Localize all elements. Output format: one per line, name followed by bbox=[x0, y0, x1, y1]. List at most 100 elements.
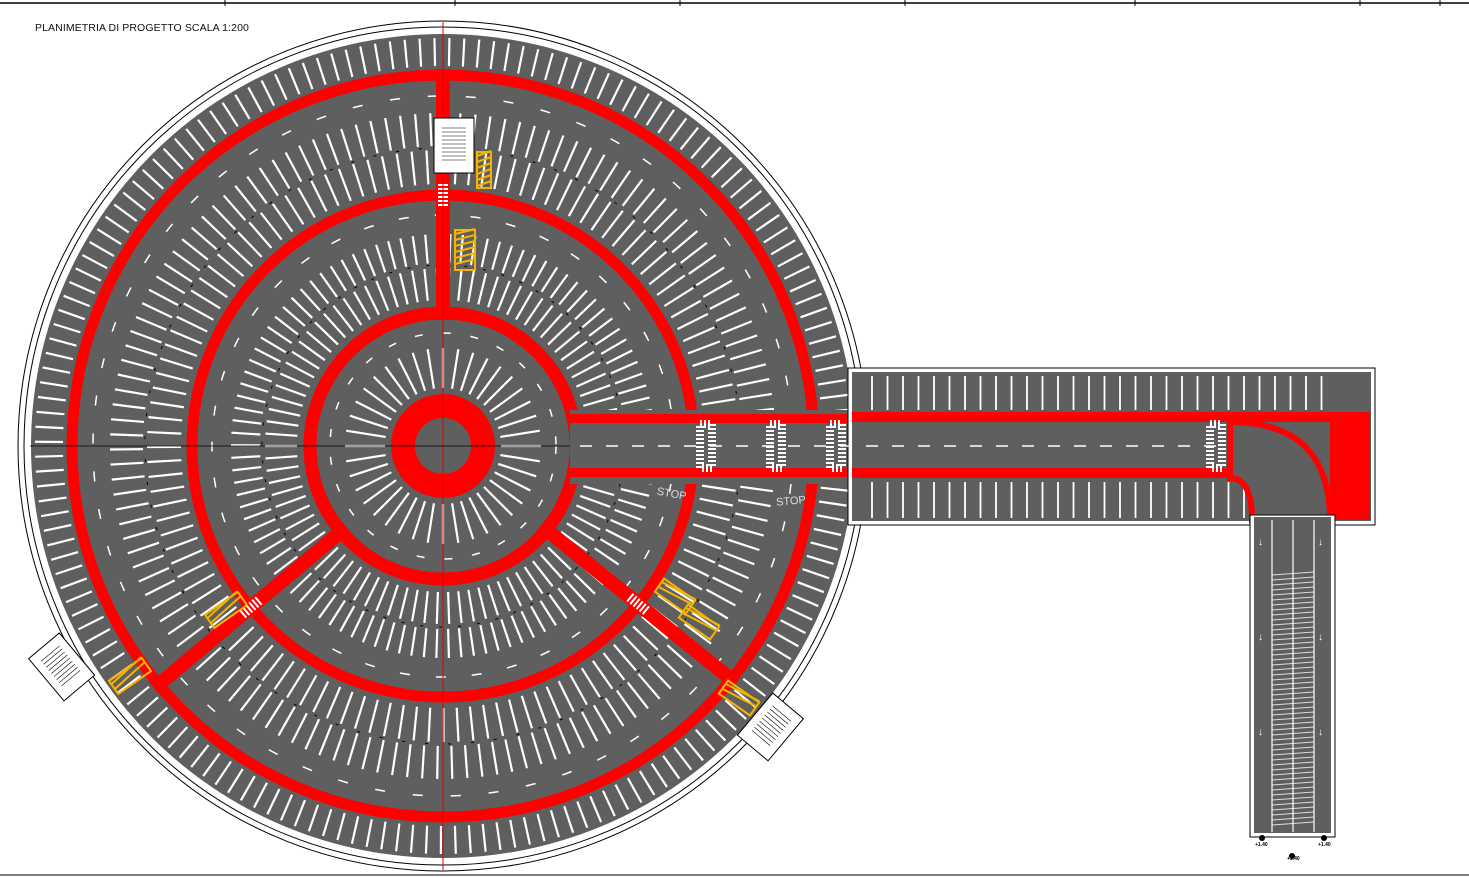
parking-stall-line bbox=[699, 497, 734, 507]
stair-step bbox=[761, 717, 781, 734]
parking-stall-line bbox=[626, 777, 643, 804]
parking-stall-line bbox=[671, 230, 699, 254]
parking-stall-line bbox=[271, 203, 294, 233]
parking-stall-line bbox=[494, 400, 531, 421]
parking-stall-line bbox=[290, 712, 308, 744]
hatch-line bbox=[454, 246, 476, 253]
parking-stall-line bbox=[239, 497, 269, 509]
parking-stall-line bbox=[177, 561, 209, 579]
parking-stall-line bbox=[100, 652, 125, 670]
hatch-line bbox=[721, 687, 757, 708]
parking-stall-line bbox=[176, 625, 205, 648]
parking-stall-line bbox=[518, 162, 532, 196]
parking-stall-line bbox=[165, 536, 198, 551]
parking-stall-line bbox=[510, 615, 524, 643]
parking-stall-line bbox=[375, 580, 390, 612]
parking-stall-line bbox=[724, 699, 747, 720]
parking-stall-line bbox=[493, 155, 503, 190]
parking-stall-line bbox=[287, 67, 301, 95]
parking-stall-line bbox=[148, 472, 183, 479]
parking-stall-line bbox=[253, 782, 268, 809]
parking-stall-line bbox=[253, 528, 281, 544]
parking-stall-line bbox=[491, 241, 502, 271]
parking-stall-line bbox=[259, 537, 286, 555]
parking-stall-line bbox=[670, 299, 702, 319]
parking-stall-line bbox=[539, 312, 563, 339]
parking-stall-line bbox=[657, 654, 683, 679]
parking-stall-line bbox=[815, 364, 844, 372]
parking-stall-line bbox=[427, 707, 432, 742]
parking-stall-line bbox=[211, 204, 237, 231]
parking-stall-line bbox=[275, 494, 307, 508]
parking-stall-line bbox=[298, 340, 326, 362]
parking-stall-line bbox=[349, 414, 389, 430]
parking-stall-line bbox=[344, 49, 354, 78]
parking-stall-line bbox=[298, 674, 318, 706]
parking-stall-line bbox=[155, 275, 186, 295]
parking-stall-line bbox=[424, 234, 429, 264]
parking-stall-line bbox=[397, 624, 407, 654]
parking-stall-line bbox=[495, 702, 505, 737]
stair-step bbox=[751, 730, 771, 746]
parking-stall-line bbox=[258, 167, 279, 197]
hatch-line bbox=[206, 590, 238, 619]
stair-step bbox=[46, 651, 65, 668]
parking-stall-line bbox=[167, 614, 197, 636]
disabled-bay-2 bbox=[454, 228, 476, 271]
parking-stall-line bbox=[480, 238, 489, 268]
parking-stall-line bbox=[375, 244, 387, 273]
parking-stall-line bbox=[580, 667, 601, 698]
parking-stall-line bbox=[583, 485, 615, 497]
parking-stall-line bbox=[489, 479, 523, 505]
parking-stall-line bbox=[340, 259, 357, 286]
parking-stall-line bbox=[453, 825, 457, 854]
parking-stall-line bbox=[476, 492, 502, 526]
parking-stall-line bbox=[489, 387, 523, 413]
parking-stall-line bbox=[481, 823, 487, 852]
parking-stall-line bbox=[500, 429, 540, 439]
parking-stall-line bbox=[817, 378, 846, 386]
parking-stall-line bbox=[750, 666, 775, 685]
parking-stall-line bbox=[795, 292, 822, 306]
parking-stall-line bbox=[68, 280, 96, 295]
parking-stall-line bbox=[197, 119, 216, 143]
elevation-label-1: +1.40 bbox=[1255, 842, 1268, 848]
parking-stall-line bbox=[336, 812, 346, 841]
stair-step bbox=[754, 727, 774, 743]
parking-stall-line bbox=[789, 279, 817, 293]
parking-stall-line bbox=[664, 583, 695, 604]
parking-stall-line bbox=[228, 675, 252, 702]
parking-stall-line bbox=[702, 279, 733, 298]
stair-core-southeast bbox=[736, 692, 805, 762]
parking-stall-line bbox=[662, 218, 689, 243]
parking-stall-line bbox=[385, 622, 396, 651]
parking-stall-line bbox=[506, 576, 523, 607]
parking-stall-line bbox=[150, 401, 185, 409]
hatch-border bbox=[717, 679, 761, 717]
parking-stall-line bbox=[45, 351, 74, 361]
parking-stall-line bbox=[820, 486, 849, 492]
parking-stall-line bbox=[506, 158, 517, 193]
parking-stall-line bbox=[699, 600, 729, 620]
parking-stall-line bbox=[581, 307, 606, 329]
parking-stall-line bbox=[298, 145, 315, 176]
parking-stall-line bbox=[446, 591, 451, 624]
parking-stall-line bbox=[151, 591, 182, 610]
parking-stall-line bbox=[662, 755, 681, 780]
parking-stall-line bbox=[285, 513, 315, 531]
parking-stall-line bbox=[202, 752, 221, 777]
parking-stall-line bbox=[695, 266, 725, 287]
arm-red-lane-bottom bbox=[852, 468, 1252, 478]
parking-stall-line bbox=[271, 395, 303, 407]
hatch-line bbox=[114, 661, 146, 690]
parking-stall-line bbox=[511, 121, 522, 155]
parking-stall-line bbox=[363, 248, 377, 277]
parking-stall-line bbox=[544, 52, 554, 81]
parking-stall-line bbox=[36, 482, 65, 488]
parking-stall-line bbox=[259, 212, 283, 241]
disabled-bay-3 bbox=[203, 590, 249, 630]
parking-stall-line bbox=[620, 487, 650, 497]
parking-stall-line bbox=[349, 462, 389, 478]
parking-stall-line bbox=[539, 553, 563, 580]
connector-red-edge-bottom bbox=[570, 468, 860, 477]
